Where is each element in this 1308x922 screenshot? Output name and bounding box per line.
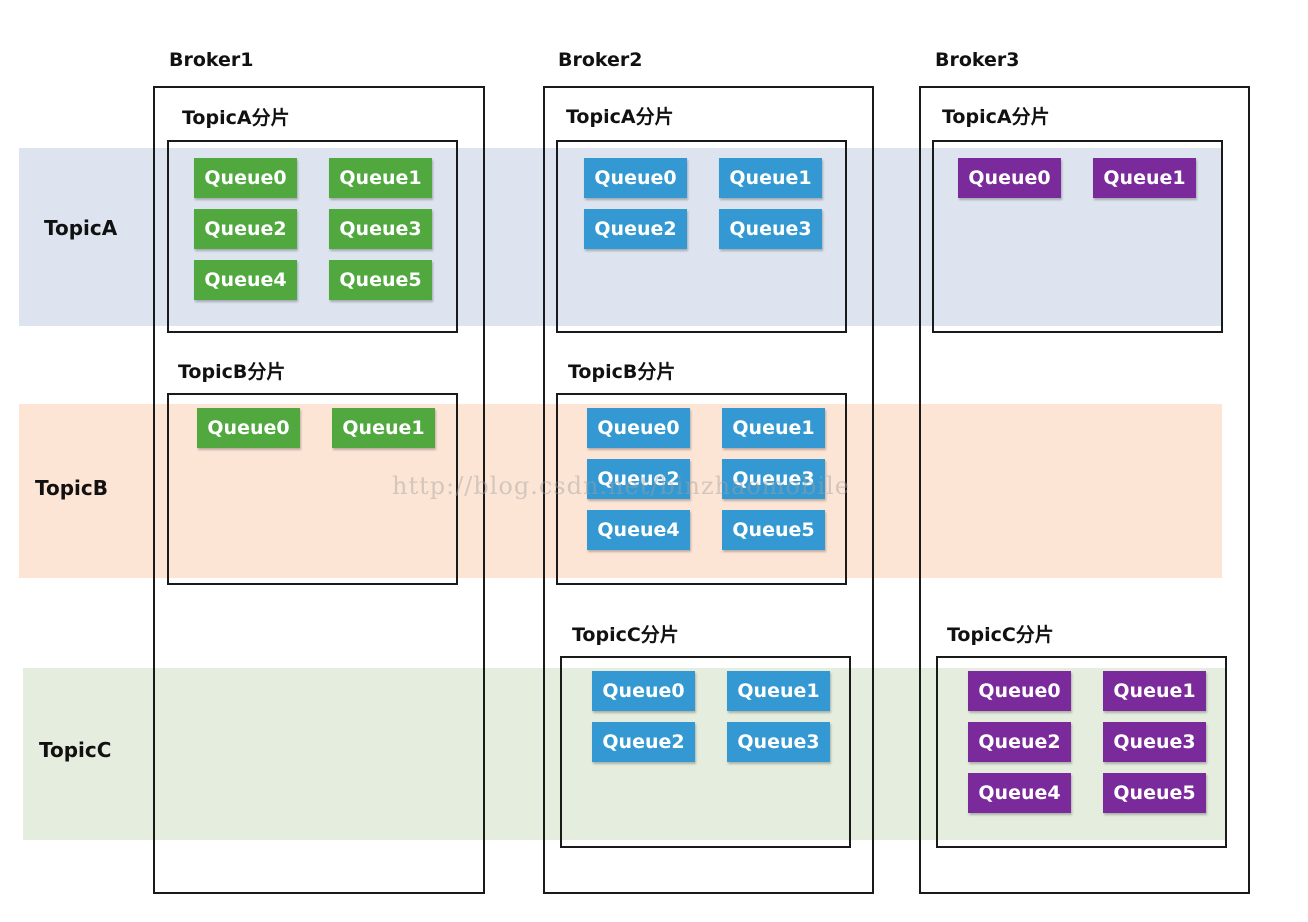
topica-label: TopicA: [44, 216, 118, 240]
broker2-topicb-queue2: Queue2: [587, 459, 690, 499]
broker2-topicc-queue0: Queue0: [592, 671, 695, 711]
broker1-topica-queue1: Queue1: [329, 158, 432, 198]
broker1-topicb-shard-box: [167, 393, 458, 585]
broker1-topica-queue4: Queue4: [194, 260, 297, 300]
topicc-label: TopicC: [39, 738, 112, 762]
broker1-topicb-queue1: Queue1: [332, 408, 435, 448]
topicb-label: TopicB: [35, 476, 108, 500]
broker1-topica-queue2: Queue2: [194, 209, 297, 249]
watermark: http://blog.csdn.net/binzhaomobile: [392, 472, 850, 500]
broker1-topica-queue5: Queue5: [329, 260, 432, 300]
broker2-topicc-queue1: Queue1: [727, 671, 830, 711]
broker2-topicc-shard-box: [560, 656, 851, 848]
broker2-topica-queue3: Queue3: [719, 209, 822, 249]
broker3-topicc-queue3: Queue3: [1103, 722, 1206, 762]
broker2-topicc-queue3: Queue3: [727, 722, 830, 762]
broker1-topica-queue0: Queue0: [194, 158, 297, 198]
broker1-topica-queue3: Queue3: [329, 209, 432, 249]
broker2-topica-queue0: Queue0: [584, 158, 687, 198]
broker3-topica-shard-label: TopicA分片: [942, 106, 1050, 128]
broker2-topica-queue2: Queue2: [584, 209, 687, 249]
broker3-label: Broker3: [935, 49, 1020, 71]
broker3-box: [919, 86, 1250, 894]
broker2-topicb-queue3: Queue3: [722, 459, 825, 499]
broker3-topicc-shard-box: [936, 656, 1227, 848]
broker2-topicb-queue1: Queue1: [722, 408, 825, 448]
broker2-topica-shard-label: TopicA分片: [566, 106, 674, 128]
broker1-topica-shard-label: TopicA分片: [182, 107, 290, 129]
broker2-box: [543, 86, 874, 894]
broker2-topicb-shard-label: TopicB分片: [568, 361, 676, 383]
broker2-topica-shard-box: [556, 140, 847, 333]
broker1-label: Broker1: [169, 49, 254, 71]
broker3-topicc-queue4: Queue4: [968, 773, 1071, 813]
broker2-topica-queue1: Queue1: [719, 158, 822, 198]
broker2-topicb-queue5: Queue5: [722, 510, 825, 550]
broker3-topicc-shard-label: TopicC分片: [947, 624, 1054, 646]
broker2-topicb-shard-box: [556, 393, 847, 585]
broker2-topicc-queue2: Queue2: [592, 722, 695, 762]
broker3-topica-queue1: Queue1: [1093, 158, 1196, 198]
broker3-topicc-queue2: Queue2: [968, 722, 1071, 762]
broker2-topicb-queue0: Queue0: [587, 408, 690, 448]
broker3-topica-queue0: Queue0: [958, 158, 1061, 198]
broker3-topicc-queue5: Queue5: [1103, 773, 1206, 813]
broker2-topicc-shard-label: TopicC分片: [572, 624, 679, 646]
broker2-topicb-queue4: Queue4: [587, 510, 690, 550]
broker1-topicb-shard-label: TopicB分片: [178, 361, 286, 383]
broker1-box: [153, 86, 485, 894]
broker3-topicc-queue0: Queue0: [968, 671, 1071, 711]
broker3-topica-shard-box: [932, 140, 1223, 333]
broker3-topicc-queue1: Queue1: [1103, 671, 1206, 711]
broker2-label: Broker2: [558, 49, 643, 71]
broker1-topicb-queue0: Queue0: [197, 408, 300, 448]
broker1-topica-shard-box: [167, 140, 458, 333]
